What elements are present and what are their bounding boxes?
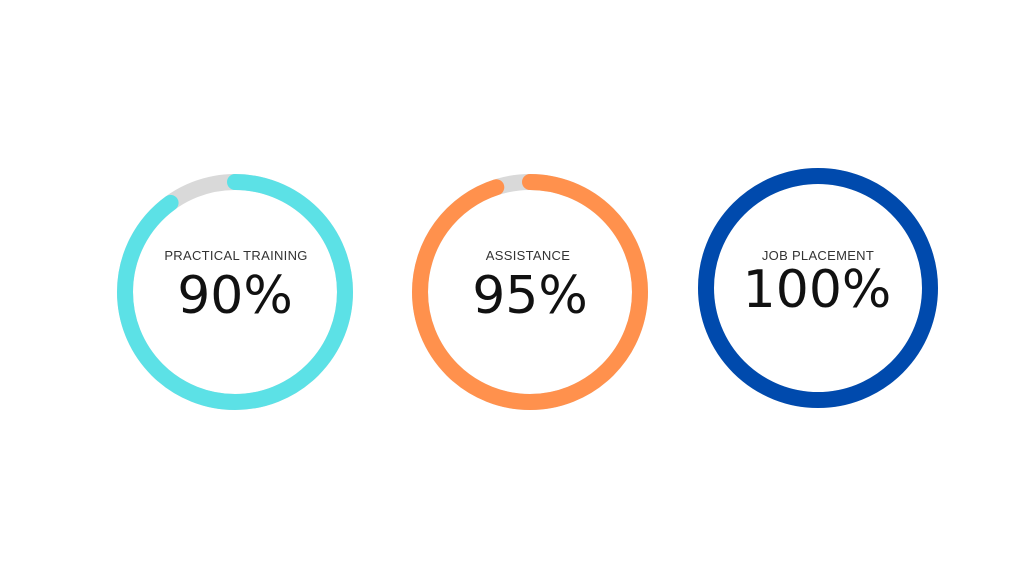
label-assistance: ASSISTANCE: [485, 248, 571, 263]
ring-progress-assistance: [412, 174, 648, 410]
label-practical-training: PRACTICAL TRAINING: [164, 248, 308, 263]
ring-assistance: [412, 174, 648, 410]
ring-practical-training: [117, 174, 353, 410]
ring-progress-practical-training: [117, 174, 353, 410]
label-job-placement: JOB PLACEMENT: [761, 248, 875, 263]
ring-progress-job-placement: [698, 168, 938, 408]
value-practical-training: 90%: [177, 266, 293, 326]
ring-job-placement: [698, 168, 938, 408]
value-assistance: 95%: [472, 266, 588, 326]
value-job-placement: 100%: [742, 260, 892, 320]
